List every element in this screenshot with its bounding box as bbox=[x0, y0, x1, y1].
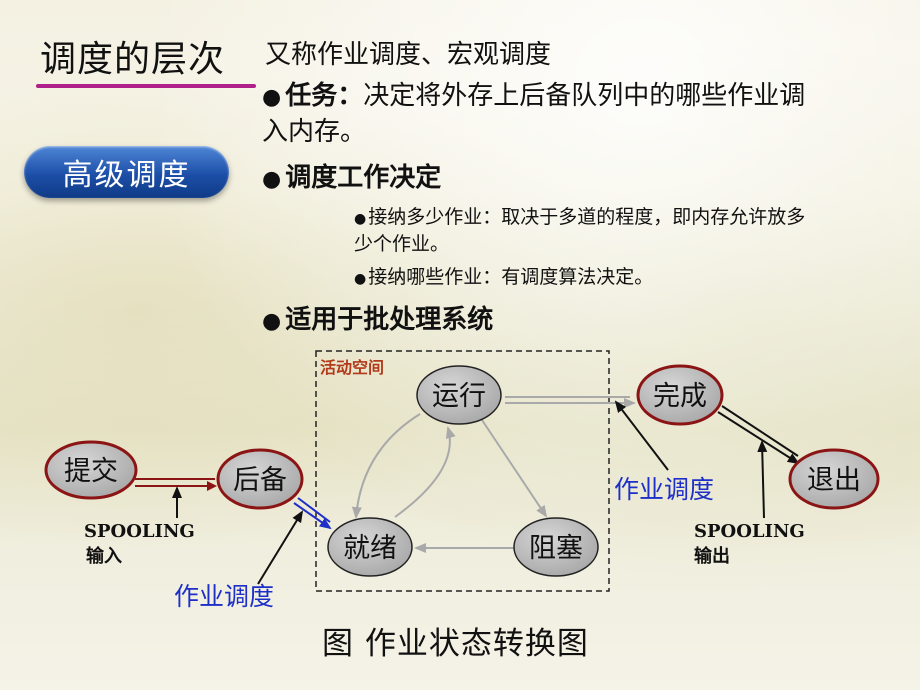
job-sched-right-pointer bbox=[614, 400, 669, 471]
page-title: 调度的层次 bbox=[40, 39, 226, 80]
sub-bullet-dot-icon: ● bbox=[354, 271, 367, 287]
node-complete: 完成 bbox=[636, 364, 724, 426]
active-space-box bbox=[315, 350, 610, 592]
node-blocked: 阻塞 bbox=[513, 517, 599, 577]
sub-bullet-dot-icon: ● bbox=[354, 211, 367, 227]
node-ready-label: 就绪 bbox=[343, 533, 397, 564]
figure-caption: 图 作业状态转换图 bbox=[322, 626, 589, 662]
node-submit: 提交 bbox=[44, 440, 138, 500]
bullet-decision: ●调度工作决定 bbox=[262, 160, 441, 198]
sub-bullet-how-many-continuation: 少个作业。 bbox=[354, 233, 450, 255]
sub-bullet-how-many: ●接纳多少作业：取决于多道的程度，即内存允许放多 bbox=[354, 203, 904, 233]
title-underline bbox=[36, 84, 256, 88]
job-sched-right-label: 作业调度 bbox=[614, 475, 714, 504]
node-submit-label: 提交 bbox=[64, 456, 118, 487]
node-ready: 就绪 bbox=[327, 517, 413, 577]
backup-to-ready-arrow-line1 bbox=[297, 497, 331, 523]
node-backup: 后备 bbox=[216, 448, 304, 510]
bullet-task: ●任务：决定将外存上后备队列中的哪些作业调 bbox=[262, 78, 902, 116]
bullet-applies: ●适用于批处理系统 bbox=[262, 302, 493, 340]
bullet-applies-label: 适用于批处理系统 bbox=[285, 305, 494, 335]
bullet-dot-icon: ● bbox=[262, 167, 282, 192]
spooling-input-sublabel: 输入 bbox=[86, 545, 122, 567]
backup-to-ready-arrow bbox=[293, 502, 332, 530]
spooling-input-label: SPOOLING bbox=[84, 521, 195, 542]
node-running-label: 运行 bbox=[432, 381, 486, 412]
node-blocked-label: 阻塞 bbox=[529, 533, 583, 564]
node-running: 运行 bbox=[416, 365, 502, 425]
bullet-dot-icon: ● bbox=[262, 85, 282, 110]
running-to-blocked-arrow bbox=[481, 419, 548, 518]
spooling-output-label: SPOOLING bbox=[694, 521, 805, 542]
node-complete-label: 完成 bbox=[653, 381, 707, 412]
sub-bullet-which: ●接纳哪些作业：有调度算法决定。 bbox=[354, 263, 653, 293]
bullet-decision-label: 调度工作决定 bbox=[285, 163, 442, 193]
job-sched-left-pointer bbox=[257, 510, 304, 585]
node-backup-label: 后备 bbox=[233, 465, 287, 496]
running-to-ready-arrow bbox=[351, 413, 421, 519]
ready-to-running-arrow bbox=[394, 426, 456, 518]
bullet-task-continuation: 入内存。 bbox=[262, 117, 367, 147]
spooling-output-pointer bbox=[757, 440, 768, 519]
node-exit: 退出 bbox=[788, 448, 880, 510]
node-exit-label: 退出 bbox=[807, 465, 861, 496]
sub-bullet-how-many-text: 接纳多少作业：取决于多道的程度，即内存允许放多 bbox=[368, 206, 806, 228]
complete-to-exit-arrow bbox=[717, 411, 800, 465]
sub-bullet-which-text: 接纳哪些作业：有调度算法决定。 bbox=[368, 266, 654, 288]
bullet-task-text: 决定将外存上后备队列中的哪些作业调 bbox=[363, 81, 806, 111]
high-level-scheduling-badge: 高级调度 bbox=[24, 146, 229, 198]
bullet-dot-icon: ● bbox=[262, 309, 282, 334]
badge-label: 高级调度 bbox=[62, 158, 191, 193]
job-sched-left-label: 作业调度 bbox=[174, 582, 274, 611]
bullet-task-label: 任务： bbox=[285, 81, 364, 111]
subtitle: 又称作业调度、宏观调度 bbox=[265, 40, 552, 70]
complete-to-exit-arrow-line1 bbox=[721, 405, 799, 457]
spooling-output-sublabel: 输出 bbox=[694, 545, 730, 567]
active-space-label: 活动空间 bbox=[320, 358, 384, 377]
